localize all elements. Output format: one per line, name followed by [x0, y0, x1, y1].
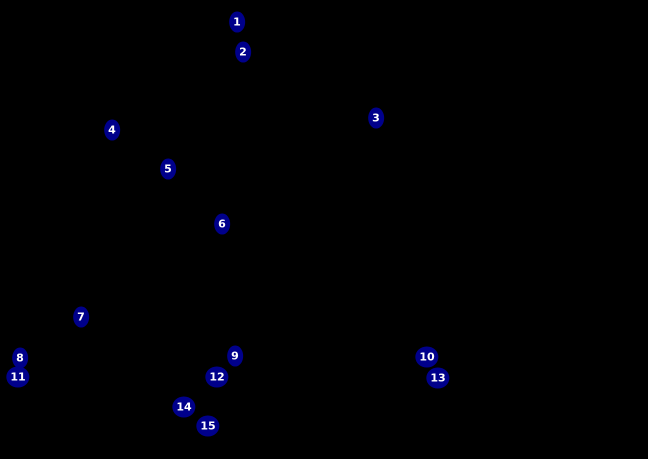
- som-mark-7-badge[interactable]: 7: [73, 306, 89, 328]
- som-mark-6-badge[interactable]: 6: [214, 213, 230, 235]
- som-mark-9-badge[interactable]: 9: [227, 345, 243, 367]
- som-mark-1-badge[interactable]: 1: [229, 11, 245, 33]
- som-mark-10-badge[interactable]: 10: [415, 346, 439, 368]
- som-mark-11-badge[interactable]: 11: [6, 366, 30, 388]
- som-mark-5-badge[interactable]: 5: [160, 158, 176, 180]
- som-mark-12-badge[interactable]: 12: [205, 366, 229, 388]
- som-mark-8-badge[interactable]: 8: [12, 347, 28, 369]
- som-mark-15-badge[interactable]: 15: [196, 415, 220, 437]
- som-mark-13-badge[interactable]: 13: [426, 367, 450, 389]
- som-mark-14-badge[interactable]: 14: [172, 396, 196, 418]
- som-mark-3-badge[interactable]: 3: [368, 107, 384, 129]
- som-mark-4-badge[interactable]: 4: [104, 119, 120, 141]
- som-mark-2-badge[interactable]: 2: [235, 41, 251, 63]
